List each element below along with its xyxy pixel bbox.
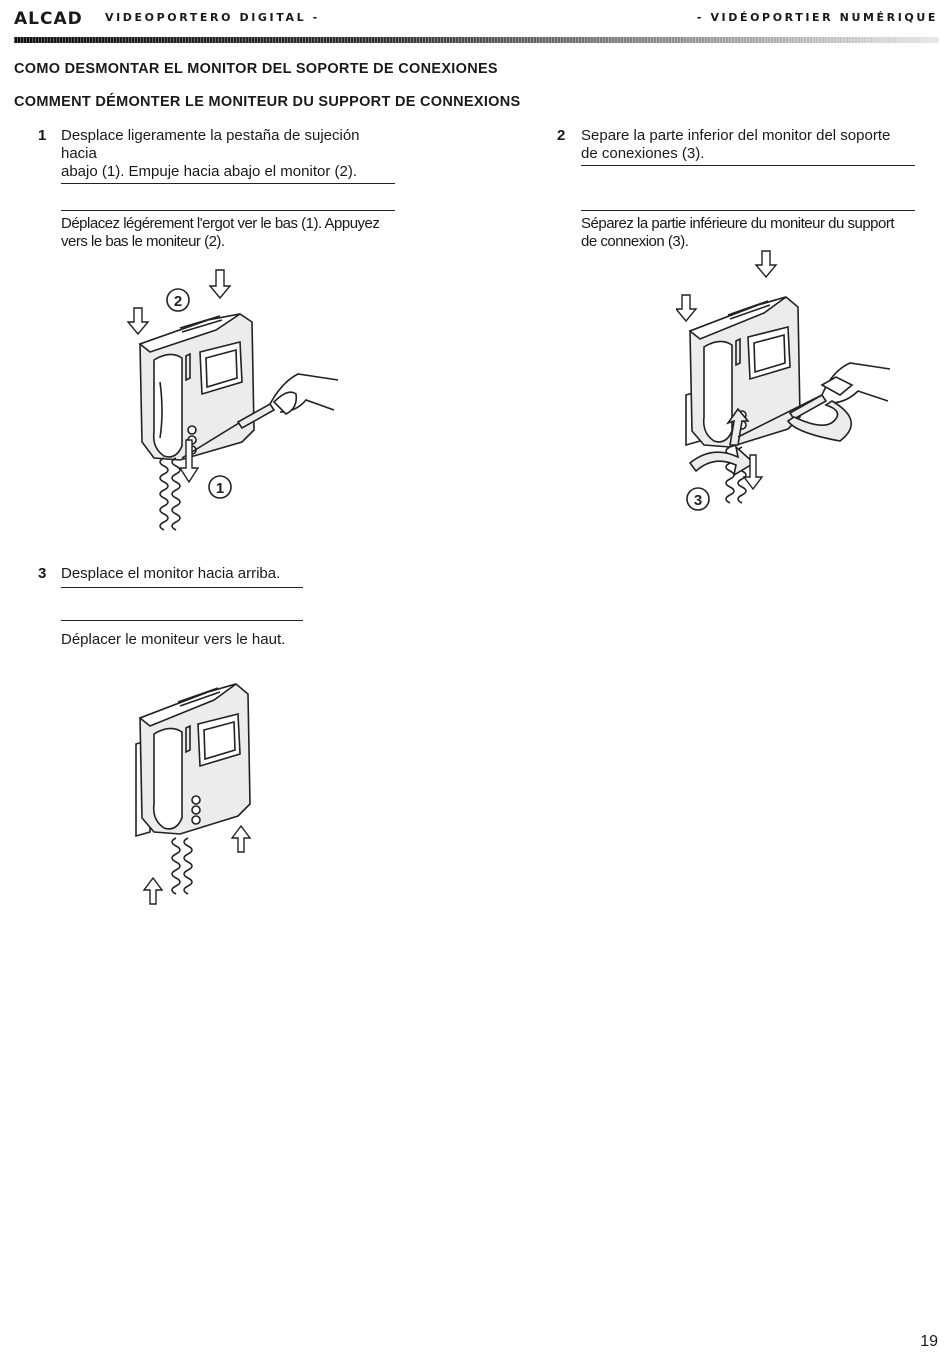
step-text-line: vers le bas le moniteur (2). <box>61 233 225 250</box>
section-title-es: COMO DESMONTAR EL MONITOR DEL SOPORTE DE… <box>14 61 498 77</box>
down-arrow-icon <box>742 454 764 491</box>
callout-circle <box>208 475 232 499</box>
monitor-with-screwdriver-illustration: 2 1 <box>126 269 339 531</box>
step-text-es: Desplace ligeramente la pestaña de sujec… <box>61 127 395 184</box>
brand-logo: ALCAD <box>14 9 83 29</box>
step-text-fr: Déplacez légérement l'ergot ver le bas (… <box>61 215 401 251</box>
up-arrow-icon <box>142 876 164 905</box>
divider <box>581 210 915 211</box>
step-number: 1 <box>38 127 47 144</box>
down-arrow-icon <box>178 439 200 484</box>
up-arrow-icon <box>230 824 252 853</box>
monitor-moving-up-illustration <box>135 683 252 905</box>
monitor-separating-illustration: 3 <box>676 250 891 511</box>
step-text-line: Déplacez légérement l'ergot ver le bas (… <box>61 215 380 232</box>
step-text-line: de conexiones (3). <box>581 145 705 162</box>
step-text-line: Separe la parte inferior del monitor del… <box>581 127 891 144</box>
step-text-es: Desplace el monitor hacia arriba. <box>61 565 303 588</box>
divider <box>61 620 303 621</box>
header-bar-texture <box>14 37 939 43</box>
step-text-fr: Séparez la partie inférieure du moniteur… <box>581 215 926 251</box>
callout-circle <box>166 288 190 312</box>
page-number: 19 <box>920 1333 938 1350</box>
down-arrow-icon <box>676 294 698 323</box>
header-title-fr: - VIDÉOPORTIER NUMÉRIQUE <box>696 11 938 24</box>
step-text-line: abajo (1). Empuje hacia abajo el monitor… <box>61 163 357 180</box>
step-text-line: de connexion (3). <box>581 233 689 250</box>
step-text-es: Separe la parte inferior del monitor del… <box>581 127 915 166</box>
callout-circle <box>686 487 710 511</box>
step-text-fr: Déplacer le moniteur vers le haut. <box>61 631 286 648</box>
header-bar <box>14 37 939 43</box>
step-text-line: Desplace ligeramente la pestaña de sujec… <box>61 127 360 162</box>
section-title-fr: COMMENT DÉMONTER LE MONITEUR DU SUPPORT … <box>14 94 521 110</box>
step-text-line: Séparez la partie inférieure du moniteur… <box>581 215 895 232</box>
down-arrow-icon <box>208 269 232 300</box>
step-number: 3 <box>38 565 47 582</box>
divider <box>61 210 395 211</box>
down-arrow-icon <box>126 307 150 336</box>
header-title-es: VIDEOPORTERO DIGITAL - <box>105 11 320 24</box>
step-text-line: Desplace el monitor hacia arriba. <box>61 565 281 582</box>
callout-label: 3 <box>694 492 702 509</box>
step-number: 2 <box>557 127 566 144</box>
down-arrow-icon <box>754 250 778 279</box>
callout-label: 1 <box>216 480 224 497</box>
callout-label: 2 <box>174 293 182 310</box>
